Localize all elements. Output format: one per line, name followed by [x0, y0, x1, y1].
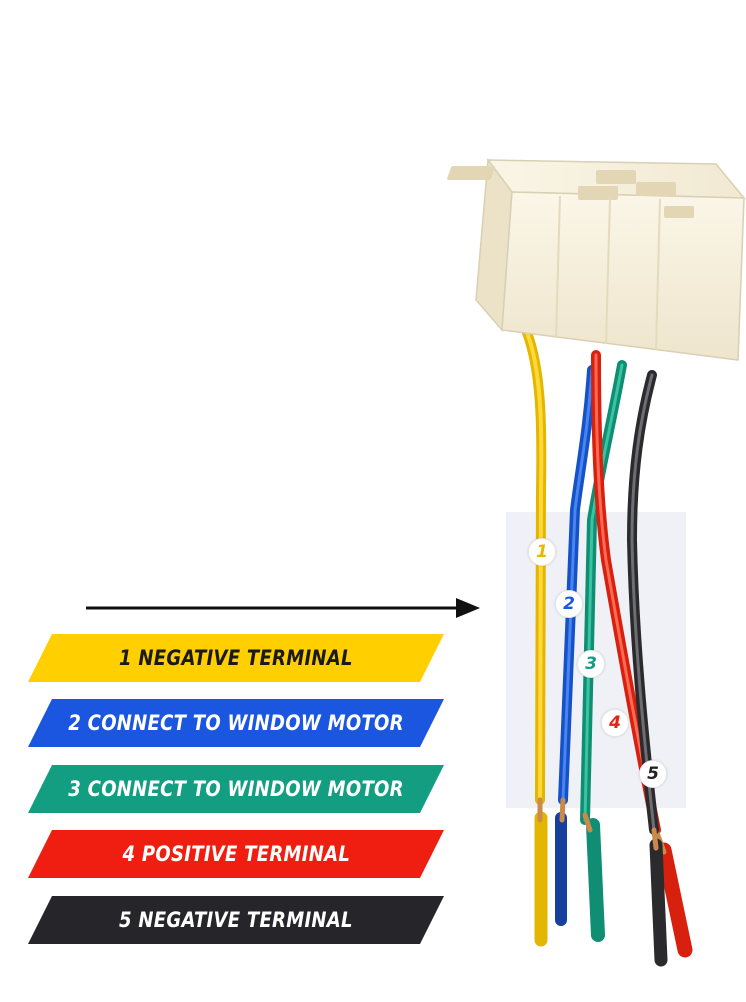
wire-marker-1: 1	[528, 538, 556, 566]
arrow-icon	[86, 598, 480, 618]
connector-icon	[447, 157, 746, 361]
wire-marker-4: 4	[601, 709, 629, 737]
wire-bundle	[521, 325, 693, 967]
wire-marker-5: 5	[639, 760, 667, 788]
wire-marker-3: 3	[577, 650, 605, 678]
wire-marker-2: 2	[555, 590, 583, 618]
